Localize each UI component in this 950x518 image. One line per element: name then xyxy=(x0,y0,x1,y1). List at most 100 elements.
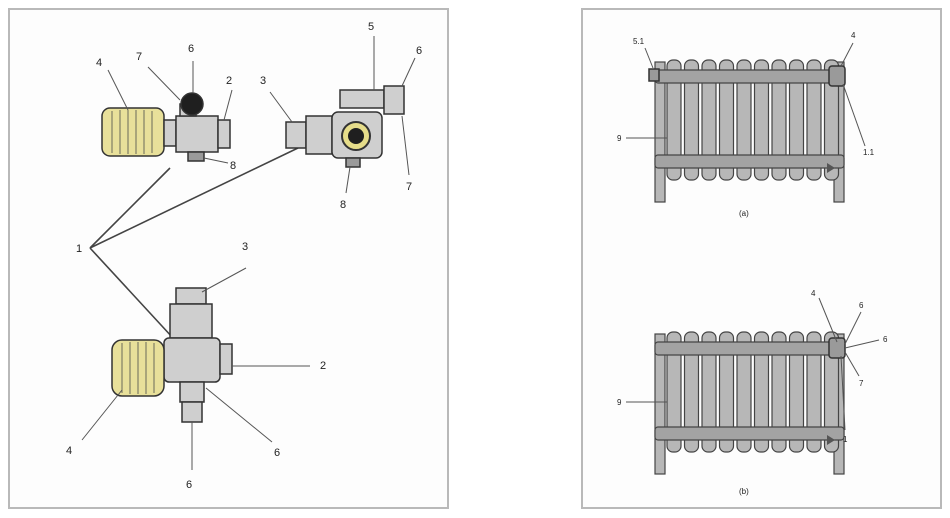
label-3: 3 xyxy=(260,75,266,87)
label-3: 3 xyxy=(242,241,248,253)
radiator-section xyxy=(753,331,770,453)
leader-line xyxy=(201,267,247,293)
thermostat-head xyxy=(101,107,165,157)
knob-ribs xyxy=(111,110,153,154)
radiator-a xyxy=(654,59,845,203)
top-union xyxy=(175,287,207,305)
lower-nut xyxy=(179,381,205,403)
label-2: 2 xyxy=(226,75,232,87)
radiator-leg xyxy=(654,61,666,203)
leader-line xyxy=(223,89,233,121)
leader-line xyxy=(844,351,860,377)
leader-line xyxy=(842,83,866,147)
label-9: 9 xyxy=(617,398,622,407)
radiator-section xyxy=(701,59,717,181)
hex-coupling xyxy=(169,303,213,339)
label-6: 6 xyxy=(188,43,194,55)
radiator-section xyxy=(788,59,805,181)
radiator-a-fittings xyxy=(626,42,866,173)
radiator-leg xyxy=(654,333,666,475)
label-7: 7 xyxy=(136,51,142,63)
leader-line xyxy=(89,167,171,249)
label-1: 1 xyxy=(843,435,848,444)
label-7: 7 xyxy=(406,181,412,193)
leader-line xyxy=(107,69,129,111)
drain-fitting xyxy=(181,401,203,423)
leader-line xyxy=(401,115,410,176)
label-4: 4 xyxy=(66,445,72,457)
label-4: 4 xyxy=(811,289,816,298)
leader-line xyxy=(840,355,846,431)
leader-line xyxy=(345,166,351,194)
radiator-top-header xyxy=(654,69,845,84)
label-8: 8 xyxy=(230,160,236,172)
leader-line xyxy=(89,247,174,339)
radiator-section xyxy=(806,59,822,181)
leader-line xyxy=(844,339,880,349)
leader-line xyxy=(269,91,293,123)
valve-neck xyxy=(163,119,177,147)
radiator-section xyxy=(683,331,700,453)
valve-fitting xyxy=(828,65,846,87)
radiator-section xyxy=(666,331,682,453)
radiator-section xyxy=(683,59,700,181)
label-5-1: 5.1 xyxy=(633,37,645,46)
knob-ribs xyxy=(121,342,155,394)
union-nut xyxy=(285,121,307,149)
label-6: 6 xyxy=(186,479,192,491)
radiator-diagram-panel: 5.1 4 9 1.1 (a) 4 6 6 9 7 1 (b) xyxy=(581,8,942,509)
hex-coupling xyxy=(305,115,333,155)
port-bore xyxy=(348,128,364,144)
leader-line xyxy=(205,387,273,443)
leader-line xyxy=(147,66,181,101)
valve-diagram: 4 7 6 2 8 3 5 6 8 7 1 3 2 4 6 6 xyxy=(66,21,422,491)
radiator-section xyxy=(823,59,840,181)
radiator-top-header xyxy=(654,341,845,356)
leader-line xyxy=(840,42,854,67)
top-left-valve xyxy=(101,61,233,164)
label-8: 8 xyxy=(340,199,346,211)
leader-line xyxy=(203,157,229,164)
radiator-bottom-header xyxy=(654,426,845,441)
label-6: 6 xyxy=(274,447,280,459)
leader-line xyxy=(89,147,299,249)
bleed-cap xyxy=(383,85,405,115)
radiator-bottom-header xyxy=(654,154,845,169)
leader-line xyxy=(81,389,123,441)
label-2: 2 xyxy=(320,360,326,372)
radiator-section xyxy=(736,331,752,453)
cap-knob xyxy=(180,92,204,116)
bleed-body xyxy=(339,89,385,109)
side-outlet xyxy=(219,343,233,375)
valve-body xyxy=(175,115,219,153)
label-6: 6 xyxy=(416,45,422,57)
label-7: 7 xyxy=(859,379,864,388)
leader-line xyxy=(644,47,654,69)
radiator-section xyxy=(701,331,717,453)
radiator-section xyxy=(666,59,682,181)
radiator-section xyxy=(788,331,805,453)
leader-line xyxy=(818,297,838,343)
radiator-section xyxy=(823,331,840,453)
label-1: 1 xyxy=(76,243,82,255)
bottom-valve xyxy=(81,267,310,470)
valve-outlet xyxy=(217,119,231,149)
radiator-b xyxy=(654,331,845,475)
outlet-fitting xyxy=(827,435,835,445)
radiator-section xyxy=(806,331,822,453)
label-4: 4 xyxy=(851,31,856,40)
radiator-section xyxy=(753,59,770,181)
label-1-1: 1.1 xyxy=(863,148,875,157)
valve-body xyxy=(163,337,221,383)
caption-b: (b) xyxy=(739,487,749,496)
caption-a: (a) xyxy=(739,209,749,218)
leader-line xyxy=(844,311,862,345)
valve-diagram-panel: 4 7 6 2 8 3 5 6 8 7 1 3 2 4 6 6 xyxy=(8,8,449,509)
radiator-section xyxy=(736,59,752,181)
label-6: 6 xyxy=(859,301,864,310)
label-5: 5 xyxy=(368,21,374,33)
radiator-section xyxy=(718,59,735,181)
radiator-section xyxy=(771,59,787,181)
plug-fitting xyxy=(648,68,660,82)
radiator-diagram: 5.1 4 9 1.1 (a) 4 6 6 9 7 1 (b) xyxy=(617,31,888,496)
